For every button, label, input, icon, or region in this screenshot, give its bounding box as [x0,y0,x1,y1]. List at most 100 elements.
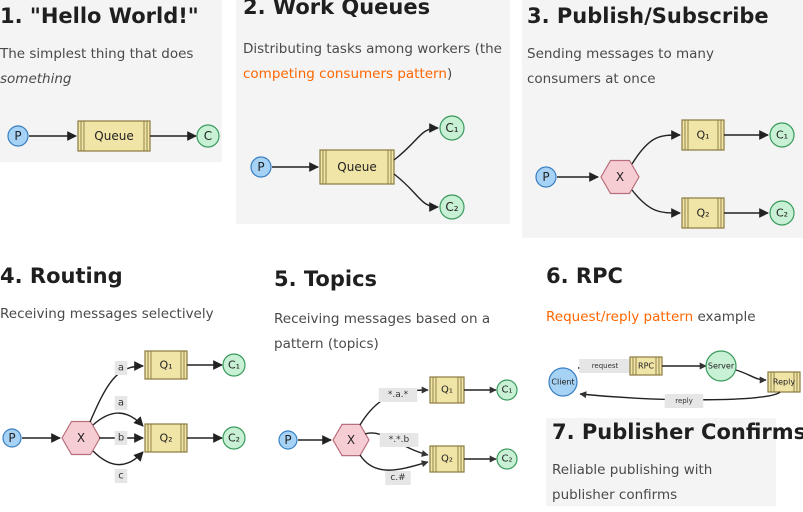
consumer-node [222,353,246,377]
queue-label: Q₁ [696,129,709,142]
tutorial-description-publisher-confirms: Reliable publishing with publisher confi… [552,462,713,503]
consumer-node [769,122,795,148]
description-suffix: example [693,309,756,325]
producer-node [250,156,272,178]
queue-label: Reply [773,378,795,387]
binding-key-background [579,359,631,373]
binding-key-label: request [592,362,619,370]
binding-key-background [378,388,418,402]
competing-consumers-link[interactable]: competing consumers pattern [243,66,447,82]
queue-label: Q₂ [159,432,172,445]
consumer-node [439,115,465,141]
description-emphasis: something [0,71,72,87]
binding-key-label: *.a.* [388,390,409,400]
binding-key-background [114,396,128,410]
tutorial-title-hello-world[interactable]: 1. "Hello World!" [0,4,199,28]
queue-box [681,119,725,151]
consumer-node [496,379,518,401]
binding-key-label: c [118,471,124,482]
binding-key-label: *.*.b [389,435,410,445]
description-suffix: ) [446,66,453,82]
consumer-node [196,124,220,148]
consumer-node [439,194,465,220]
producer-node [2,428,22,448]
producer-node [548,367,578,397]
queue-box [767,371,801,393]
producer-label: P [257,160,264,174]
consumer-label: C₂ [228,432,240,445]
queue-label: Q₂ [696,207,709,220]
producer-label: P [284,433,291,447]
tutorial-card-publisher-confirms[interactable] [546,418,776,506]
arrow-edge [393,173,439,212]
consumer-node [222,426,246,450]
binding-key-background [114,469,128,483]
request-reply-pattern-link[interactable]: Request/reply pattern [546,309,694,325]
queue-label: Q₁ [441,385,453,396]
tutorial-description-rpc: Request/reply pattern example [546,305,796,330]
consumer-label: C₁ [502,385,513,396]
producer-label: P [8,431,15,445]
producer-node [535,166,557,188]
tutorial-description-routing: Receiving messages selectively [0,306,214,322]
queue-label: Q₁ [159,359,172,372]
arrow-edge [89,361,144,423]
tutorial-title-rpc[interactable]: 6. RPC [546,264,623,288]
binding-key-background [114,431,128,445]
arrow-edge [92,412,144,427]
description-text: The simplest thing that does [0,46,194,62]
description-text: Distributing tasks among workers (the [243,41,502,57]
producer-node [7,125,29,147]
tutorial-title-routing[interactable]: 4. Routing [0,264,123,288]
binding-key-background [385,471,411,485]
binding-key-label: b [118,433,124,444]
arrow-edge [735,369,767,384]
consumer-label: C₁ [445,121,458,135]
tutorial-title-publish-subscribe[interactable]: 3. Publish/Subscribe [527,4,769,28]
binding-key-label: c.# [390,473,405,483]
tutorial-title-publisher-confirms[interactable]: 7. Publisher Confirms [552,420,803,444]
tutorial-title-work-queues[interactable]: 2. Work Queues [243,0,431,19]
queue-box [144,423,188,453]
tutorial-card-publish-subscribe[interactable] [522,0,803,238]
arrow-edge [359,454,429,471]
queue-label: Q₂ [441,454,453,465]
consumer-label: C₂ [776,207,788,220]
binding-key-background [114,361,128,375]
binding-key-label: a [118,398,124,409]
producer-label: Client [551,378,574,387]
arrow-edge [579,391,781,401]
queue-box [681,197,725,229]
arrow-edge [631,130,681,165]
tutorial-description-work-queues: Distributing tasks among workers (the co… [243,37,511,87]
exchange-label: X [77,431,85,445]
arrow-edge [393,123,439,161]
consumer-node [705,350,737,382]
producer-label: P [542,170,549,184]
queue-box [144,350,188,380]
consumer-node [496,448,518,470]
consumer-label: C₂ [445,200,458,214]
tutorial-title-topics[interactable]: 5. Topics [274,267,378,291]
producer-label: P [14,129,21,143]
exchange-label: X [347,433,355,447]
queue-box [319,149,395,185]
binding-key-label: a [118,363,124,374]
consumer-label: C [204,129,212,143]
queue-label: Queue [94,129,133,143]
queue-label: RPC [638,362,654,371]
consumer-label: C₁ [776,129,788,142]
consumer-node [769,200,795,226]
tutorial-description-publish-subscribe: Sending messages to many consumers at on… [527,46,714,87]
tutorial-description-topics: Receiving messages based on a pattern (t… [274,311,491,352]
tutorial-description-hello-world: The simplest thing that does something [0,42,215,92]
arrow-edge [631,189,681,218]
producer-node [278,430,298,450]
queue-label: Queue [337,160,376,174]
exchange-node [600,159,640,195]
binding-key-background [379,433,419,447]
binding-key-background [664,394,704,408]
consumer-label: Server [708,362,735,371]
tutorial-card-work-queues[interactable] [236,0,510,224]
